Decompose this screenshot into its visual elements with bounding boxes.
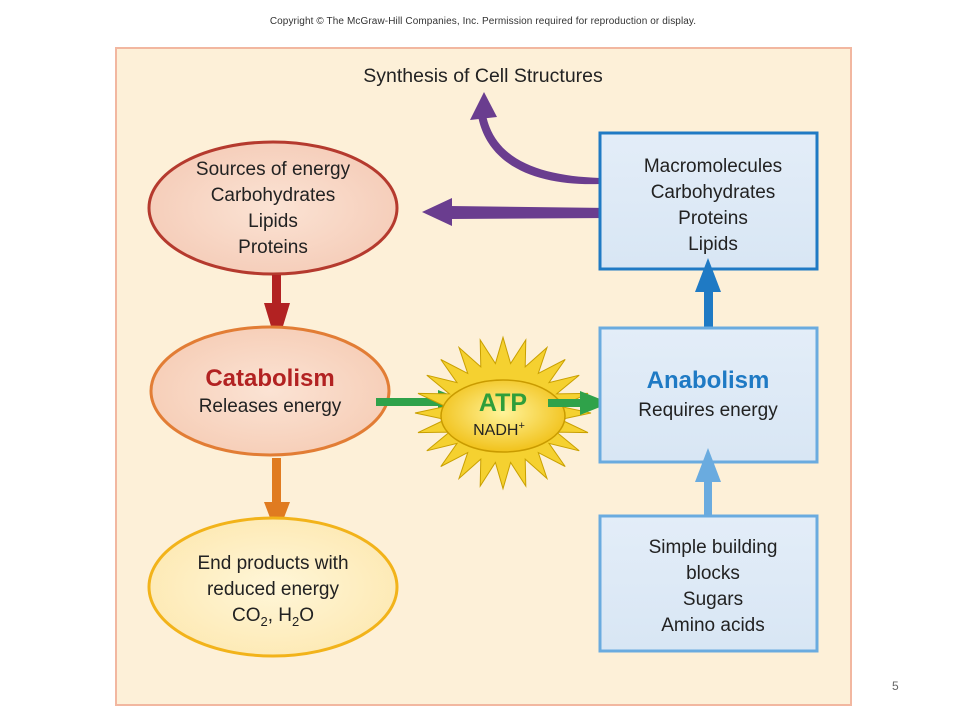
- atp-energy-burst: ATP NADH+: [414, 335, 592, 491]
- macromolecules-line: Macromolecules: [644, 156, 782, 177]
- nadh-superscript: +: [518, 420, 524, 432]
- end-products-line: End products with: [197, 553, 348, 574]
- h-text: , H: [268, 605, 292, 626]
- anabolism-node: Anabolism Requires energy: [598, 326, 819, 464]
- catabolism-subtitle: Releases energy: [199, 396, 342, 417]
- sources-line: Carbohydrates: [211, 185, 336, 206]
- catabolism-title: Catabolism: [205, 365, 334, 392]
- co-subscript: 2: [260, 614, 267, 629]
- anabolism-subtitle: Requires energy: [638, 400, 778, 421]
- macromolecules-line: Lipids: [688, 234, 738, 255]
- sources-line: Lipids: [248, 211, 298, 232]
- sources-of-energy-node: Sources of energy Carbohydrates Lipids P…: [147, 140, 399, 276]
- sources-line: Proteins: [238, 237, 308, 258]
- end-products-formula: CO2, H2O: [232, 605, 314, 629]
- nadh-label: NADH+: [473, 420, 525, 439]
- sources-line: Sources of energy: [196, 159, 351, 180]
- end-products-node: End products with reduced energy CO2, H2…: [147, 516, 399, 658]
- copyright-notice: Copyright © The McGraw-Hill Companies, I…: [269, 16, 697, 27]
- synthesis-arrow: [470, 92, 600, 185]
- atp-to-anabolism-arrow: [548, 391, 610, 415]
- macromolecules-node: Macromolecules Carbohydrates Proteins Li…: [598, 131, 819, 271]
- nadh-text: NADH: [473, 422, 518, 439]
- macromolecules-line: Carbohydrates: [651, 182, 776, 203]
- o-text: O: [299, 605, 314, 626]
- building-blocks-line: blocks: [686, 563, 740, 584]
- building-blocks-line: Sugars: [683, 589, 743, 610]
- h-subscript: 2: [292, 614, 299, 629]
- macromolecules-line: Proteins: [678, 208, 748, 229]
- synthesis-title: Synthesis of Cell Structures: [363, 65, 603, 87]
- catabolism-node: Catabolism Releases energy: [149, 325, 391, 457]
- building-blocks-node: Simple building blocks Sugars Amino acid…: [598, 514, 819, 653]
- atp-label: ATP: [479, 389, 527, 417]
- building-blocks-line: Simple building: [649, 537, 778, 558]
- recycle-arrow: [422, 198, 610, 226]
- end-products-line: reduced energy: [207, 579, 340, 600]
- building-blocks-to-anabolism-arrow: [695, 448, 721, 518]
- anabolism-to-macromolecules-arrow: [695, 258, 721, 327]
- co-text: CO: [232, 605, 261, 626]
- anabolism-title: Anabolism: [647, 367, 770, 394]
- page-number: 5: [892, 679, 899, 693]
- sources-to-catabolism-arrow: [264, 275, 290, 346]
- building-blocks-line: Amino acids: [661, 615, 765, 636]
